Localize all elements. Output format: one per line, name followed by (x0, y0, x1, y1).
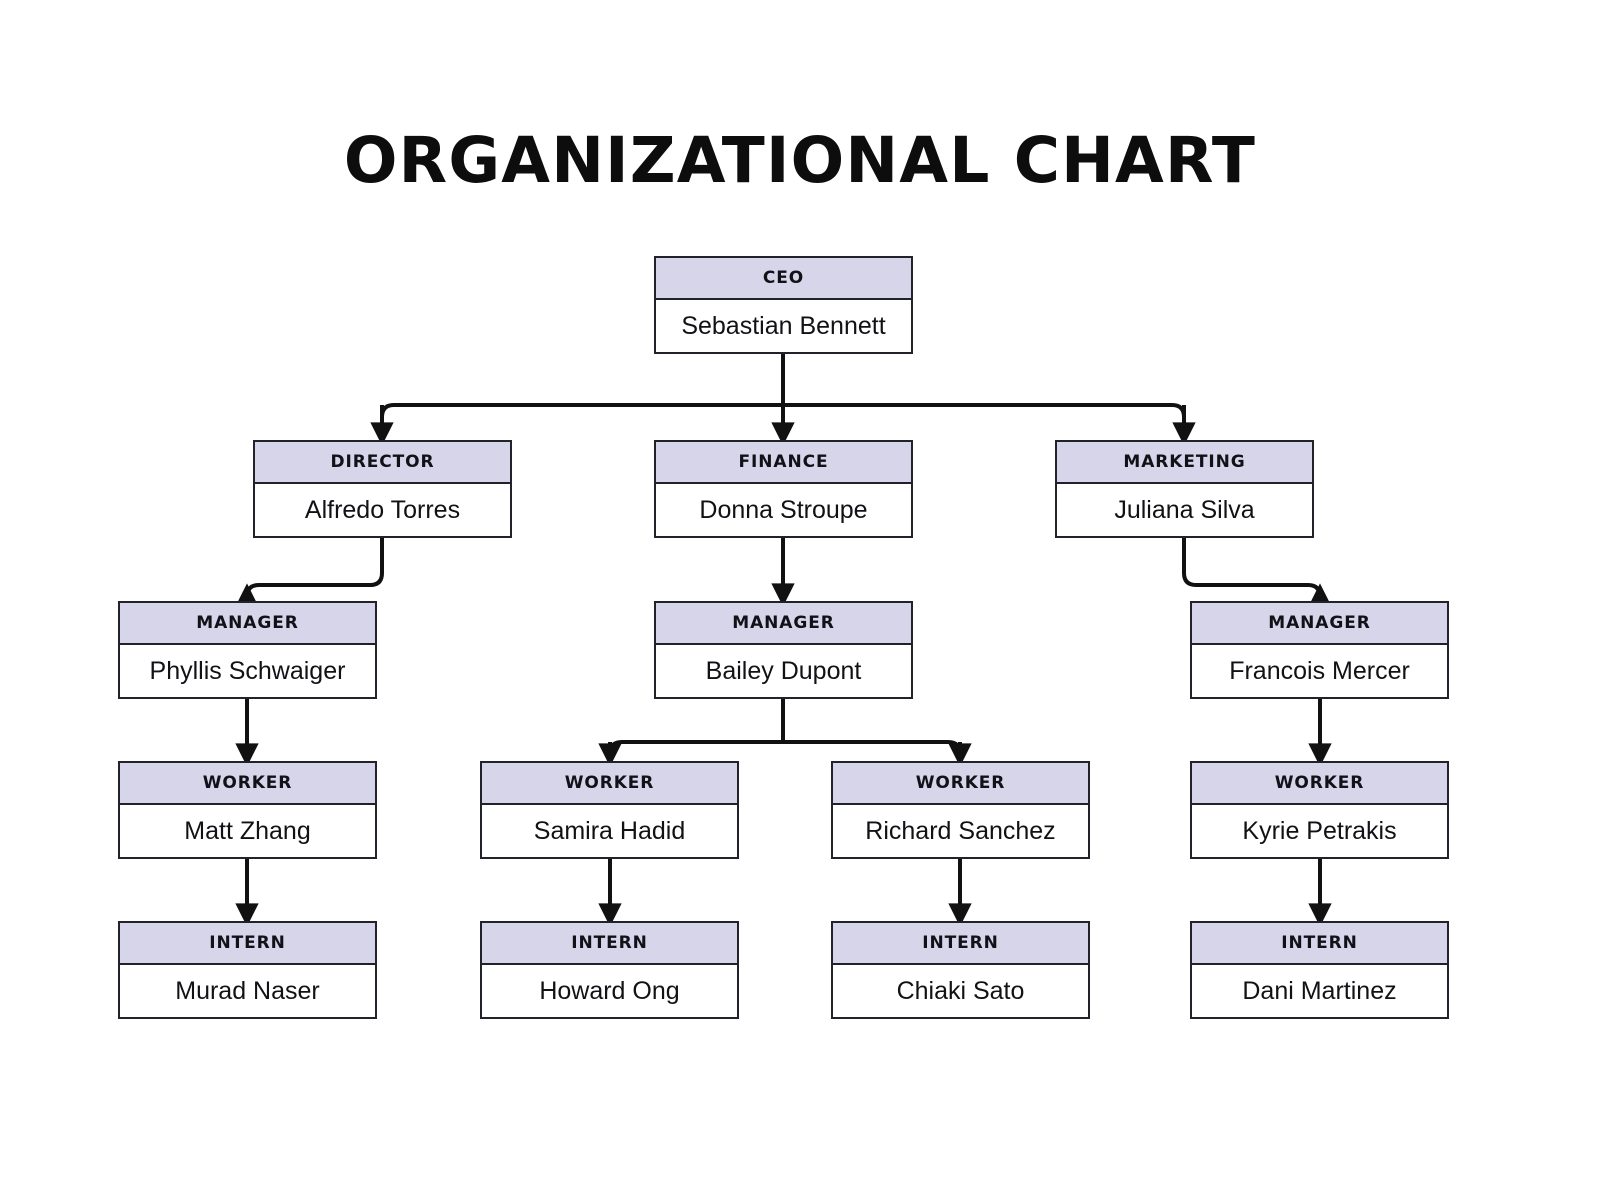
node-intern-3-name: Chiaki Sato (896, 976, 1025, 1005)
node-director-role: DIRECTOR (255, 442, 510, 484)
node-worker-3[interactable]: WORKER Richard Sanchez (831, 761, 1090, 859)
node-intern-2-role: INTERN (482, 923, 737, 965)
node-intern-4[interactable]: INTERN Dani Martinez (1190, 921, 1449, 1019)
node-worker-1[interactable]: WORKER Matt Zhang (118, 761, 377, 859)
node-intern-2-name: Howard Ong (539, 976, 680, 1005)
node-marketing-name: Juliana Silva (1114, 495, 1255, 524)
node-finance[interactable]: FINANCE Donna Stroupe (654, 440, 913, 538)
edge-director-mgr1 (235, 536, 384, 607)
node-manager-3[interactable]: MANAGER Francois Mercer (1190, 601, 1449, 699)
edge-marketing-mgr3 (1182, 536, 1332, 607)
node-manager-2-role: MANAGER (656, 603, 911, 645)
edge-ceo-bar (380, 403, 1186, 432)
node-worker-3-name: Richard Sanchez (865, 816, 1056, 845)
node-intern-4-name: Dani Martinez (1242, 976, 1397, 1005)
node-manager-2[interactable]: MANAGER Bailey Dupont (654, 601, 913, 699)
node-intern-1-name: Murad Naser (175, 976, 320, 1005)
node-intern-3-role: INTERN (833, 923, 1088, 965)
node-intern-3[interactable]: INTERN Chiaki Sato (831, 921, 1090, 1019)
node-manager-3-name: Francois Mercer (1229, 656, 1410, 685)
node-intern-1[interactable]: INTERN Murad Naser (118, 921, 377, 1019)
edge-mgr2-bar (608, 740, 962, 756)
node-manager-2-name: Bailey Dupont (705, 656, 862, 685)
node-manager-1-name: Phyllis Schwaiger (149, 656, 346, 685)
node-director-name: Alfredo Torres (304, 495, 461, 524)
node-marketing[interactable]: MARKETING Juliana Silva (1055, 440, 1314, 538)
page-title: ORGANIZATIONAL CHART (343, 124, 1257, 197)
node-intern-2[interactable]: INTERN Howard Ong (480, 921, 739, 1019)
node-manager-1[interactable]: MANAGER Phyllis Schwaiger (118, 601, 377, 699)
node-director[interactable]: DIRECTOR Alfredo Torres (253, 440, 512, 538)
node-worker-1-name: Matt Zhang (184, 816, 311, 845)
node-ceo[interactable]: CEO Sebastian Bennett (654, 256, 913, 354)
node-manager-1-role: MANAGER (120, 603, 375, 645)
node-ceo-name: Sebastian Bennett (681, 311, 886, 340)
node-intern-4-role: INTERN (1192, 923, 1447, 965)
node-worker-4-role: WORKER (1192, 763, 1447, 805)
node-finance-role: FINANCE (656, 442, 911, 484)
node-worker-4-name: Kyrie Petrakis (1242, 816, 1397, 845)
node-worker-4[interactable]: WORKER Kyrie Petrakis (1190, 761, 1449, 859)
node-worker-2-role: WORKER (482, 763, 737, 805)
node-manager-3-role: MANAGER (1192, 603, 1447, 645)
node-intern-1-role: INTERN (120, 923, 375, 965)
node-worker-3-role: WORKER (833, 763, 1088, 805)
node-marketing-role: MARKETING (1057, 442, 1312, 484)
node-worker-1-role: WORKER (120, 763, 375, 805)
node-ceo-role: CEO (656, 258, 911, 300)
node-worker-2[interactable]: WORKER Samira Hadid (480, 761, 739, 859)
node-finance-name: Donna Stroupe (699, 495, 868, 524)
node-worker-2-name: Samira Hadid (533, 816, 686, 845)
